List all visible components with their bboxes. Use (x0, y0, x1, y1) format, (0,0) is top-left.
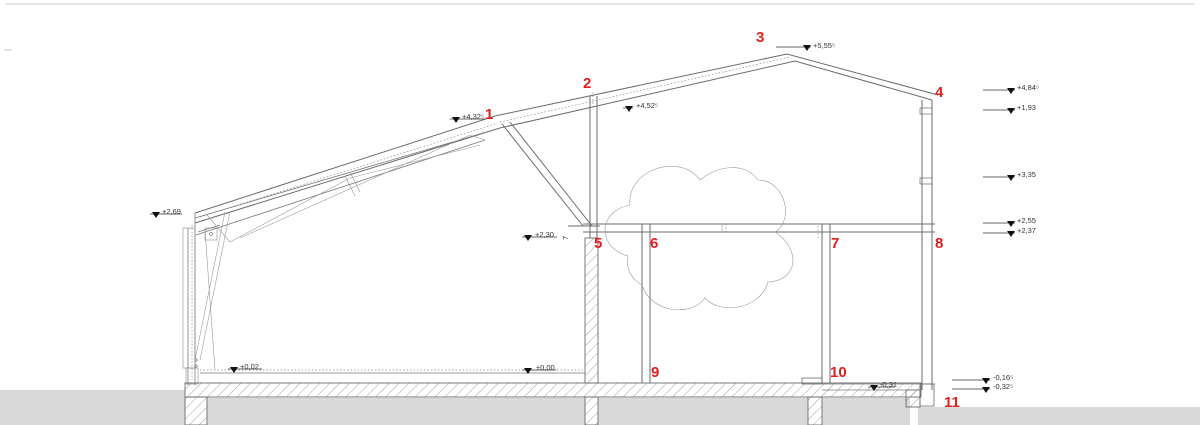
callout-4: 4 (935, 84, 944, 101)
level-floor-left-label: +0,02 (240, 362, 259, 371)
level-193: +1,93 (983, 103, 1036, 114)
level-255-label: +2,55 (1017, 216, 1036, 225)
level-left-low-label: +2,69 (162, 207, 181, 216)
level-ridge-label: +5,55⁵ (813, 41, 835, 50)
level-ground-2: -0,32⁵ (952, 382, 1013, 393)
level-purlin-2: +4,52⁵ (623, 101, 658, 112)
level-markers: +5,55⁵ +4,84⁵ +1,93 +4,52⁵ +4,32⁵ +3,35 (150, 41, 1039, 393)
level-230-label: +2,30 (535, 230, 554, 239)
posts (589, 92, 933, 390)
mezzanine-beams (583, 223, 935, 233)
level-ground-1: -0,16⁵ (952, 373, 1013, 384)
callout-5: 5 (594, 235, 602, 252)
level-230: +2,30 7 (522, 230, 570, 241)
level-left-top: +4,32⁵ (450, 112, 485, 123)
level-335-label: +3,35 (1017, 170, 1036, 179)
floor-slab (184, 369, 922, 425)
diagonal-brace (501, 121, 600, 227)
callout-8: 8 (935, 235, 943, 252)
callout-6: 6 (650, 235, 658, 252)
roof (194, 53, 939, 224)
callout-10: 10 (830, 364, 847, 381)
ground (0, 390, 1200, 425)
tree-outline (604, 165, 794, 311)
level-purlin-2-label: +4,52⁵ (636, 101, 658, 110)
level-left-low: +2,69 (150, 207, 182, 218)
level-terrace-label: -0,31 (880, 380, 897, 389)
callout-3: 3 (756, 29, 764, 46)
level-floor-zero-label: ±0,00 (536, 363, 555, 372)
level-floor-zero: ±0,00 (522, 363, 556, 374)
level-terrace: -0,31 (868, 380, 897, 391)
level-193-label: +1,93 (1017, 103, 1036, 112)
level-255: +2,55 (983, 216, 1036, 227)
level-237-label: +2,37 (1017, 226, 1036, 235)
callout-1: 1 (485, 106, 493, 123)
level-237: +2,37 (983, 226, 1036, 237)
level-335: +3,35 (983, 170, 1036, 181)
callout-11: 11 (944, 394, 960, 411)
dimension-tick: 7 (561, 236, 570, 240)
callout-7: 7 (831, 235, 839, 252)
lean-to-truss (182, 127, 501, 385)
callout-2: 2 (583, 75, 591, 92)
level-eaves-right: +4,84⁵ (983, 83, 1039, 94)
interior-wall (584, 237, 599, 384)
level-ground-1-label: -0,16⁵ (993, 373, 1013, 382)
level-ground-2-label: -0,32⁵ (993, 382, 1013, 391)
terrace (822, 383, 935, 407)
level-floor-left: +0,02 (228, 362, 262, 373)
callout-numbers: 1 2 3 4 5 6 7 8 9 10 11 (485, 29, 960, 411)
level-eaves-right-label: +4,84⁵ (1017, 83, 1039, 92)
callout-9: 9 (651, 364, 659, 381)
level-left-top-label: +4,32⁵ (462, 112, 484, 121)
level-ridge: +5,55⁵ (776, 41, 835, 51)
